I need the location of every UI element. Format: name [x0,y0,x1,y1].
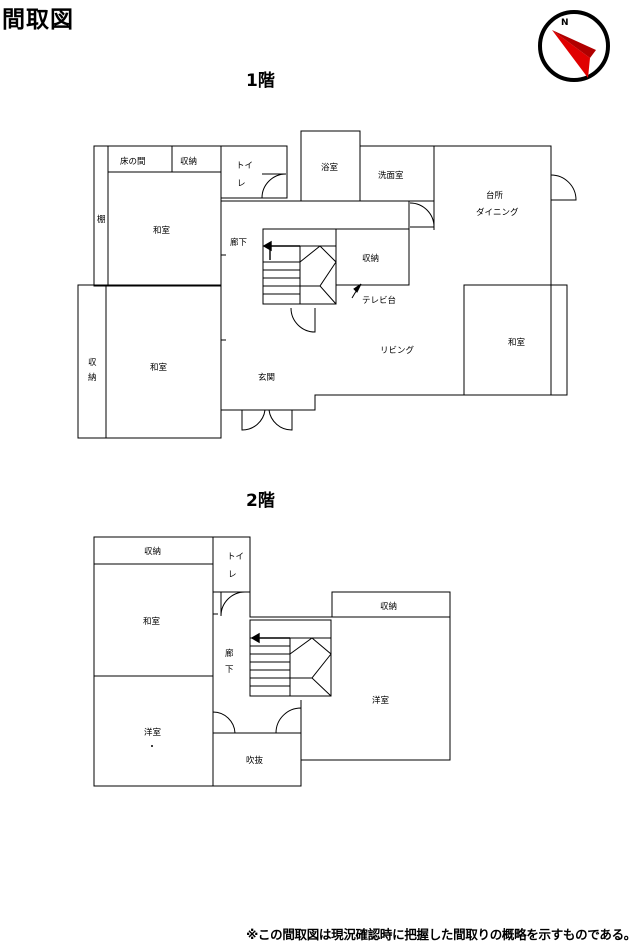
label-dining: ダイニング [476,207,519,218]
label-bath: 浴室 [321,162,339,173]
label-toilet-1f-top: トイ [236,161,253,171]
room-washitsu-sw [77,284,222,439]
floor2-label: 2階 [246,491,275,511]
floor2-room-labels: 収納 トイ レ 和室 廊 下 収納 洋室 洋室 吹抜 [143,546,397,766]
label-storage-top: 収納 [180,156,197,167]
compass-north-arrow-icon: N [538,10,610,82]
compass-north-label: N [561,18,569,28]
label-washroom: 洗面室 [378,170,404,181]
label-hall-2f-1: 廊 [225,648,234,659]
label-toilet-1f-bottom: レ [237,179,246,189]
label-kitchen: 台所 [486,190,504,201]
label-youshitsu-w: 洋室 [144,727,162,738]
label-living: リビング [380,345,415,356]
room-washitsu-nw [107,145,222,287]
page-title: 間取図 [2,7,74,33]
floor1-room-labels: 床の間 収納 トイ レ 浴室 洗面室 台所 ダイニング 棚 和室 廊下 収納 テ… [88,156,526,383]
label-entrance: 玄関 [258,372,275,383]
label-storage-2f-e: 収納 [380,601,397,612]
label-toilet-2f-bottom: レ [228,570,237,580]
room-washitsu-e [463,284,568,396]
label-washitsu-e: 和室 [508,337,526,348]
floor2-plan [93,536,451,787]
room-toilet-2f [212,536,251,593]
label-tokonoma: 床の間 [120,156,146,167]
label-hall-1f: 廊下 [230,237,248,248]
footnote: ※この間取図は現況確認時に把握した間取りの概略を示すものである。 [246,927,636,942]
label-washitsu-sw: 和室 [150,362,168,373]
room-storage-2f-e [331,591,451,618]
label-storage-w-1: 収 [88,357,97,368]
label-shelf: 棚 [97,214,106,225]
label-youshitsu-e: 洋室 [372,695,390,706]
label-washitsu-2f: 和室 [143,616,161,627]
floor1-plan [77,130,577,439]
label-hall-2f-2: 下 [225,665,234,675]
label-storage-2f-nw: 収納 [144,546,161,557]
stairs-arrow-2f [250,632,290,644]
label-storage-mid: 収納 [362,253,379,264]
floor1-label: 1階 [246,71,275,91]
dot-marker [151,745,153,747]
room-void [212,732,302,787]
label-void: 吹抜 [246,755,264,766]
room-toilet-1f [220,145,288,199]
stairs-arrow-1f [262,240,300,260]
label-storage-w-2: 納 [88,372,97,383]
tv-stand-pointer-icon [351,283,362,299]
label-washitsu-nw: 和室 [153,225,171,236]
label-toilet-2f-top: トイ [227,552,244,562]
label-tv-stand: テレビ台 [362,295,396,306]
room-washitsu-2f [93,563,214,787]
